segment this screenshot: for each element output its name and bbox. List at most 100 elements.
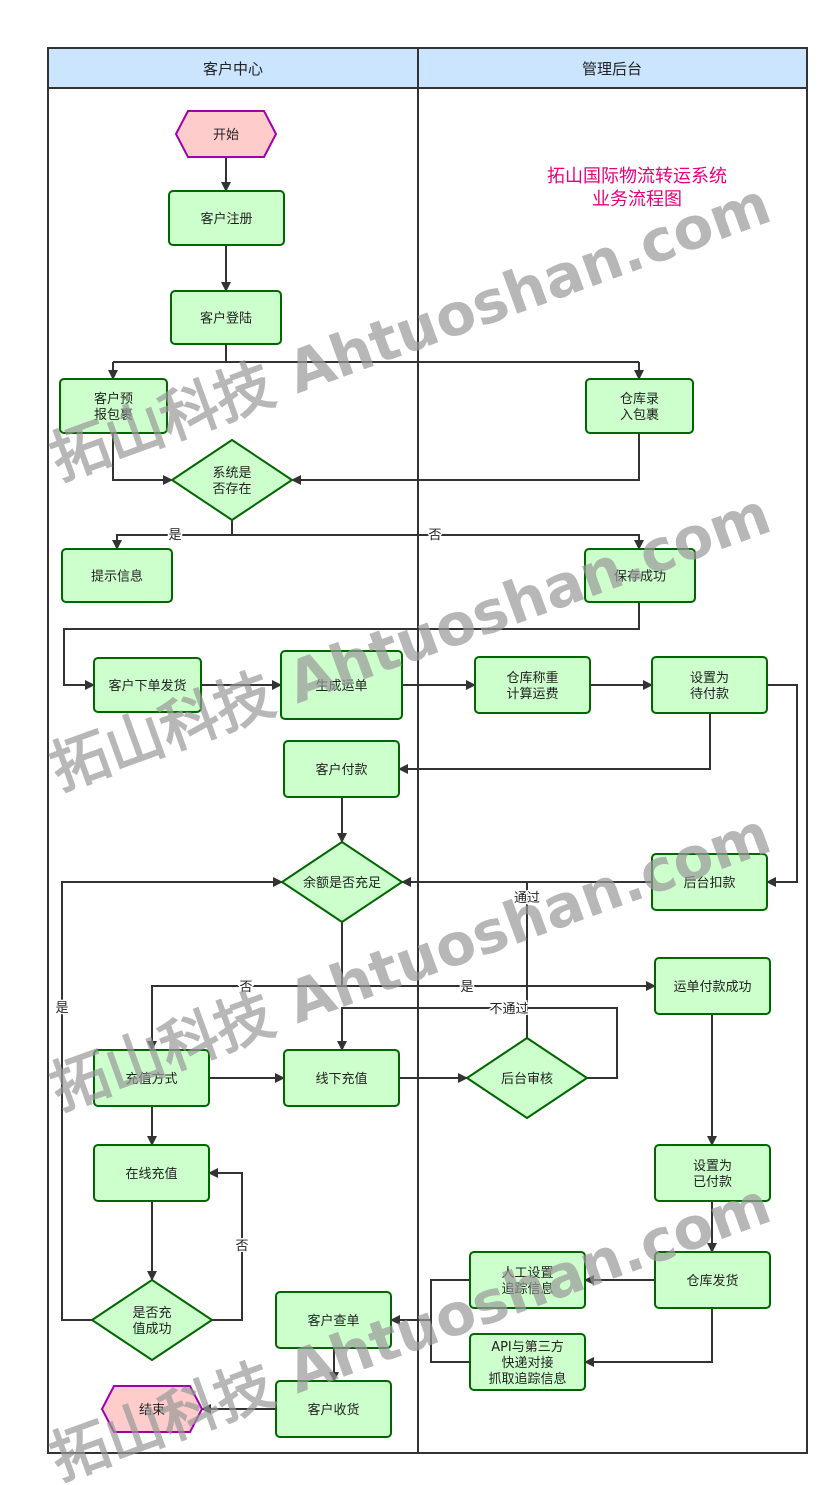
node-pay-success: 运单付款成功 [654,957,771,1015]
node-label: 客户预报包裹 [94,391,133,423]
node-register: 客户注册 [168,190,285,246]
node-saved: 保存成功 [584,548,696,603]
node-receive: 客户收货 [275,1380,392,1438]
process-box [469,1251,586,1309]
process-box [283,740,400,798]
node-prompt: 提示信息 [61,548,173,603]
edges [61,157,798,1414]
node-label: 线下充值 [315,1071,367,1087]
decision-diamond [170,438,294,522]
diagram-title-line1: 拓山国际物流转运系统 [547,166,727,187]
connector-arrow [398,713,711,774]
process-box [93,657,202,713]
node-api: API与第三方快递对接抓取追踪信息 [469,1333,586,1391]
node-label: 客户收货 [307,1402,359,1418]
node-label: 客户付款 [315,762,367,778]
edge-labels: 是否否是是否通过不通过 [54,527,542,1256]
connector-arrow [112,534,232,550]
node-label: 客户查单 [307,1313,359,1329]
connector-arrow [291,433,640,485]
node-set-pending: 设置为待付款 [651,656,768,714]
node-ship: 仓库发货 [654,1251,771,1309]
process-box [654,1251,771,1309]
lane-customer-title: 客户中心 [203,60,263,78]
process-box [93,1144,210,1202]
process-box [275,1380,392,1438]
node-warehouse-in: 仓库录入包裹 [585,378,694,434]
node-start: 开始 [174,110,278,158]
connector-arrow [766,684,798,887]
swimlanes: 客户中心 管理后台 [47,47,808,1454]
edge-label-balance-yes: 是 [460,980,473,995]
node-label: 后台审核 [501,1072,553,1087]
node-waybill: 生成运单 [280,650,403,720]
edge-label-recharge-ok-no: 否 [235,1239,248,1254]
node-online: 在线充值 [93,1144,210,1202]
process-box [59,378,168,434]
lane-admin-title: 管理后台 [582,60,642,78]
process-box [584,548,696,603]
node-label: 设置为待付款 [690,671,729,702]
process-box [170,290,282,345]
node-label: 在线充值 [125,1166,177,1182]
node-deduct: 后台扣款 [651,853,768,911]
node-prereport: 客户预报包裹 [59,378,168,434]
node-label: 客户登陆 [200,311,252,327]
edge-label-balance-no: 否 [239,980,252,995]
connector-arrow [61,877,283,1321]
process-box [93,1049,210,1107]
process-box [61,548,173,603]
node-label: 客户注册 [200,211,252,227]
lane-header-bg [48,48,807,88]
connector-arrow [337,1007,618,1079]
process-box [283,1049,400,1107]
edge-label-exists-yes: 是 [168,528,181,543]
process-box [651,656,768,714]
decision-diamond [280,840,404,924]
node-label: 客户下单发货 [108,678,186,694]
node-label: 生成运单 [315,679,367,694]
node-exists: 系统是否存在 [170,438,294,522]
node-label: 后台扣款 [683,876,735,891]
process-box [275,1291,392,1349]
node-pay: 客户付款 [283,740,400,798]
process-box [474,656,591,714]
node-label: API与第三方快递对接抓取追踪信息 [488,1339,566,1387]
lane-frame [47,47,808,1454]
process-box [654,1144,771,1202]
node-login: 客户登陆 [170,290,282,345]
connector-arrow [584,1308,713,1367]
node-label: 充值方式 [125,1071,177,1087]
node-query: 客户查单 [275,1291,392,1349]
process-box [168,190,285,246]
diagram-title: 拓山国际物流转运系统 业务流程图 [547,166,727,210]
node-offline: 线下充值 [283,1049,400,1107]
node-label: 余额是否充足 [303,875,381,891]
connector-arrow [63,602,640,690]
decision-diamond [90,1278,214,1362]
node-label: 仓库录入包裹 [620,391,659,423]
node-label: 保存成功 [614,570,666,585]
watermark-text: 拓山科技 Ahtuoshan.com [42,479,780,803]
node-label: 人工设置追踪信息 [501,1266,553,1297]
node-audit: 后台审核 [465,1036,589,1120]
node-label: 运单付款成功 [673,980,751,995]
connector-arrow [232,534,644,550]
node-label: 是否充值成功 [132,1305,171,1337]
node-label: 仓库称重计算运费 [506,670,558,702]
node-label: 开始 [213,128,239,143]
node-recharge-ok: 是否充值成功 [90,1278,214,1362]
node-recharge-method: 充值方式 [93,1049,210,1107]
edge-label-recharge-ok-yes: 是 [55,1001,68,1016]
connector-arrow [208,1168,243,1321]
process-box [651,853,768,911]
diagram-title-line2: 业务流程图 [592,189,682,210]
process-box [585,378,694,434]
process-box [469,1333,586,1391]
node-label: 设置为已付款 [693,1159,732,1190]
node-label: 结束 [139,1403,165,1418]
node-balance: 余额是否充足 [280,840,404,924]
node-weigh: 仓库称重计算运费 [474,656,591,714]
node-end: 结束 [100,1385,204,1433]
